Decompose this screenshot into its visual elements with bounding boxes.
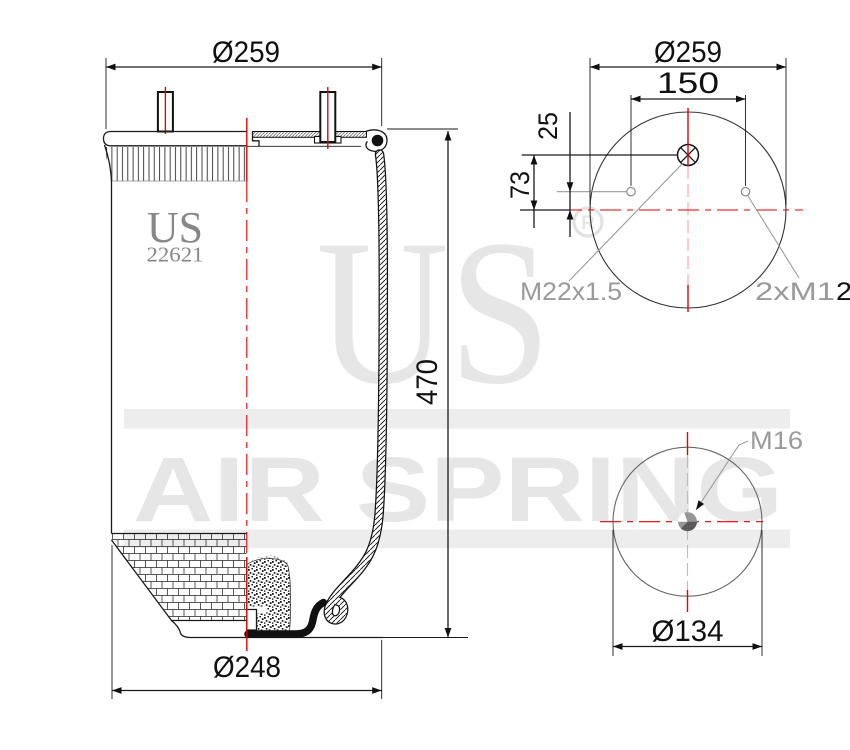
m16-label: M16 — [750, 427, 803, 455]
stud-hole-left — [626, 186, 636, 197]
watermark-brand: US — [316, 197, 551, 427]
dim-hole-spacing: 150 — [630, 67, 746, 186]
registered-letter: R — [581, 213, 595, 234]
part-logo-brand: US — [147, 203, 203, 252]
rubber-section — [244, 555, 328, 638]
plan-view: Ø259 150 25 73 M22x1.5 2xM1 2 — [505, 36, 850, 312]
watermark: US R AIR SPRING — [124, 197, 790, 548]
part-logo: US 22621 — [147, 203, 204, 267]
watermark-bar-top — [124, 409, 790, 429]
dim-hole-spacing-label: 150 — [657, 67, 719, 100]
center-port-symbol — [676, 143, 700, 167]
studs-label-gray: 2xM1 — [755, 278, 835, 306]
dim-plan-dia: Ø259 — [589, 36, 787, 205]
dim-offset-port-label: 73 — [505, 171, 535, 199]
dim-offset-holes: 25 — [533, 112, 574, 237]
watermark-bar-bottom — [124, 529, 790, 548]
watermark-tagline: AIR SPRING — [133, 439, 783, 541]
port-leader — [568, 162, 684, 282]
dim-dia-top-label: Ø259 — [212, 36, 280, 69]
dim-offset-holes-label: 25 — [533, 112, 563, 140]
dim-dia-top: Ø259 — [105, 36, 383, 129]
bellows-wall-section — [323, 149, 389, 625]
dim-offset-port: 73 — [505, 155, 538, 228]
dim-height-label: 470 — [411, 359, 444, 405]
dim-dia-bottom: Ø248 — [111, 545, 383, 699]
m16-hole — [677, 512, 697, 532]
stud-hole-right — [740, 186, 751, 197]
studs-label-black: 2 — [836, 278, 850, 306]
dim-piston-dia: Ø134 — [612, 530, 763, 656]
m16-leader — [695, 440, 749, 511]
dim-plan-dia-label: Ø259 — [654, 36, 722, 69]
rolled-bellows-exterior — [110, 532, 383, 639]
bellows-roll — [244, 598, 328, 638]
bellows-crimp-hatch — [105, 147, 247, 181]
bead-core — [371, 134, 384, 147]
registered-icon — [572, 206, 604, 238]
side-view: Ø259 — [102, 36, 468, 699]
bottom-view: M16 Ø134 — [600, 427, 803, 656]
studs-leader — [747, 195, 800, 279]
port-label: M22x1.5 — [520, 278, 622, 306]
part-number: 22621 — [147, 243, 204, 267]
top-plate-section — [247, 87, 388, 152]
dim-dia-bottom-label: Ø248 — [213, 651, 281, 684]
dim-height: 470 — [383, 128, 468, 638]
dim-piston-dia-label: Ø134 — [652, 615, 724, 648]
